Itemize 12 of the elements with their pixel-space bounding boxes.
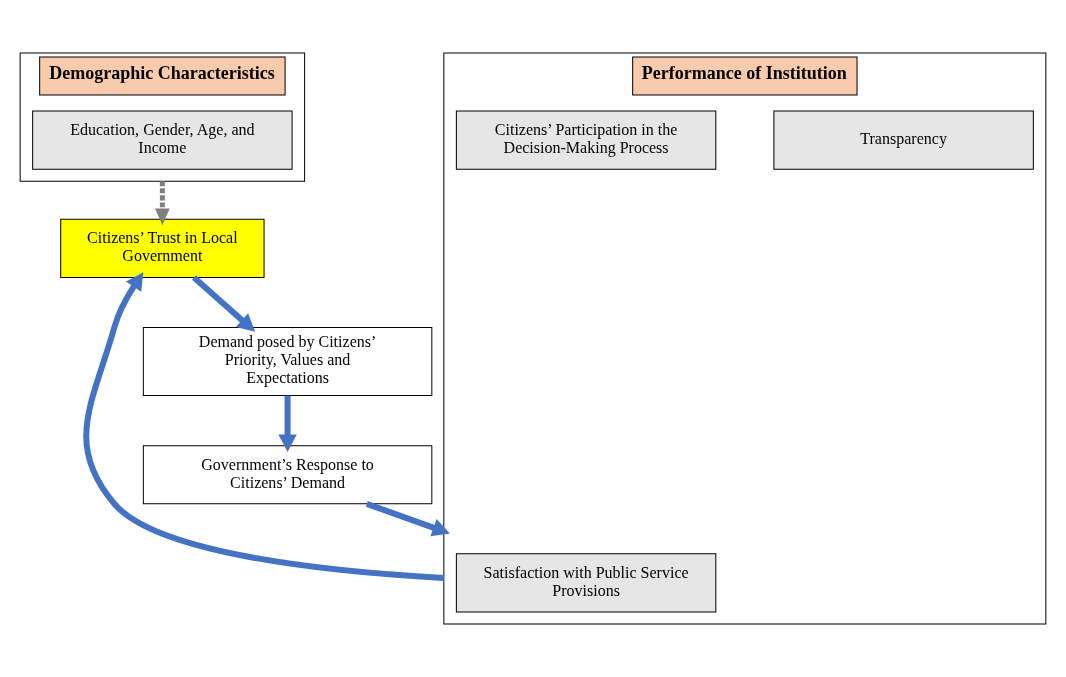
- node-box: Citizens’ Participation in the Decision-Making Process: [455, 110, 717, 170]
- arrow: [191, 275, 256, 332]
- node-box: Satisfaction with Public Service Provisions: [455, 553, 717, 613]
- node-box: Education, Gender, Age, and Income: [32, 110, 293, 170]
- node-box: Transparency: [773, 110, 1034, 170]
- node-box: Citizens’ Trust in Local Government: [60, 218, 265, 278]
- arrow: [155, 181, 170, 226]
- arrow: [365, 501, 450, 537]
- arrow: [278, 395, 297, 452]
- node-box: Government’s Response to Citizens’ Demand: [142, 445, 433, 505]
- arrow: [83, 272, 445, 581]
- node-box: Demand posed by Citizens’ Priority, Values and Expectations: [142, 327, 433, 397]
